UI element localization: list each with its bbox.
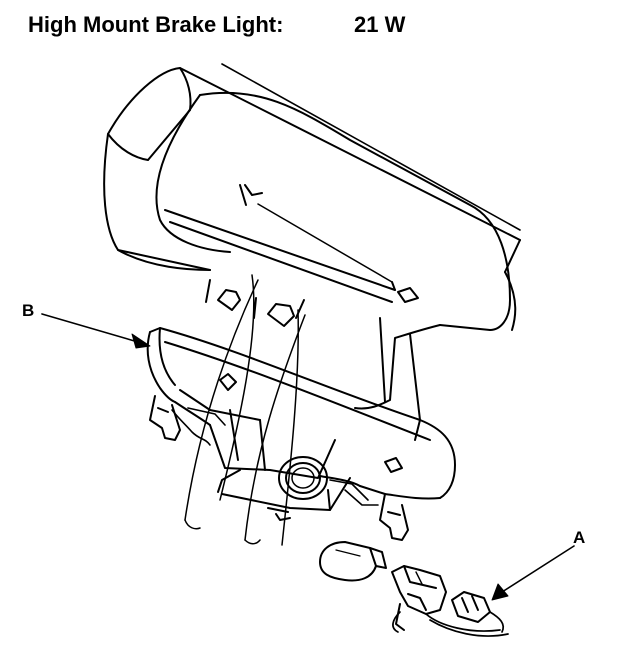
light-housing	[146, 327, 456, 541]
retainer-clips	[205, 279, 305, 327]
hatch-glass	[107, 63, 521, 273]
callout-leader-b	[41, 313, 151, 349]
callout-label-a: A	[573, 528, 586, 547]
callout-leader-a	[491, 545, 575, 601]
housing-ribs	[171, 407, 379, 506]
callout-label-b: B	[22, 301, 35, 320]
title-wattage: 21 W	[354, 12, 406, 37]
hatch-edge-line	[504, 271, 517, 331]
bulb-icon	[319, 541, 387, 582]
assembly-guide-lines	[184, 274, 306, 546]
title-item: High Mount Brake Light:	[28, 12, 284, 37]
wiring-harness	[392, 611, 509, 637]
socket-icon	[391, 565, 447, 631]
page-title: High Mount Brake Light: 21 W	[28, 12, 405, 38]
trim-panel	[103, 91, 511, 441]
connector-a	[451, 591, 491, 623]
